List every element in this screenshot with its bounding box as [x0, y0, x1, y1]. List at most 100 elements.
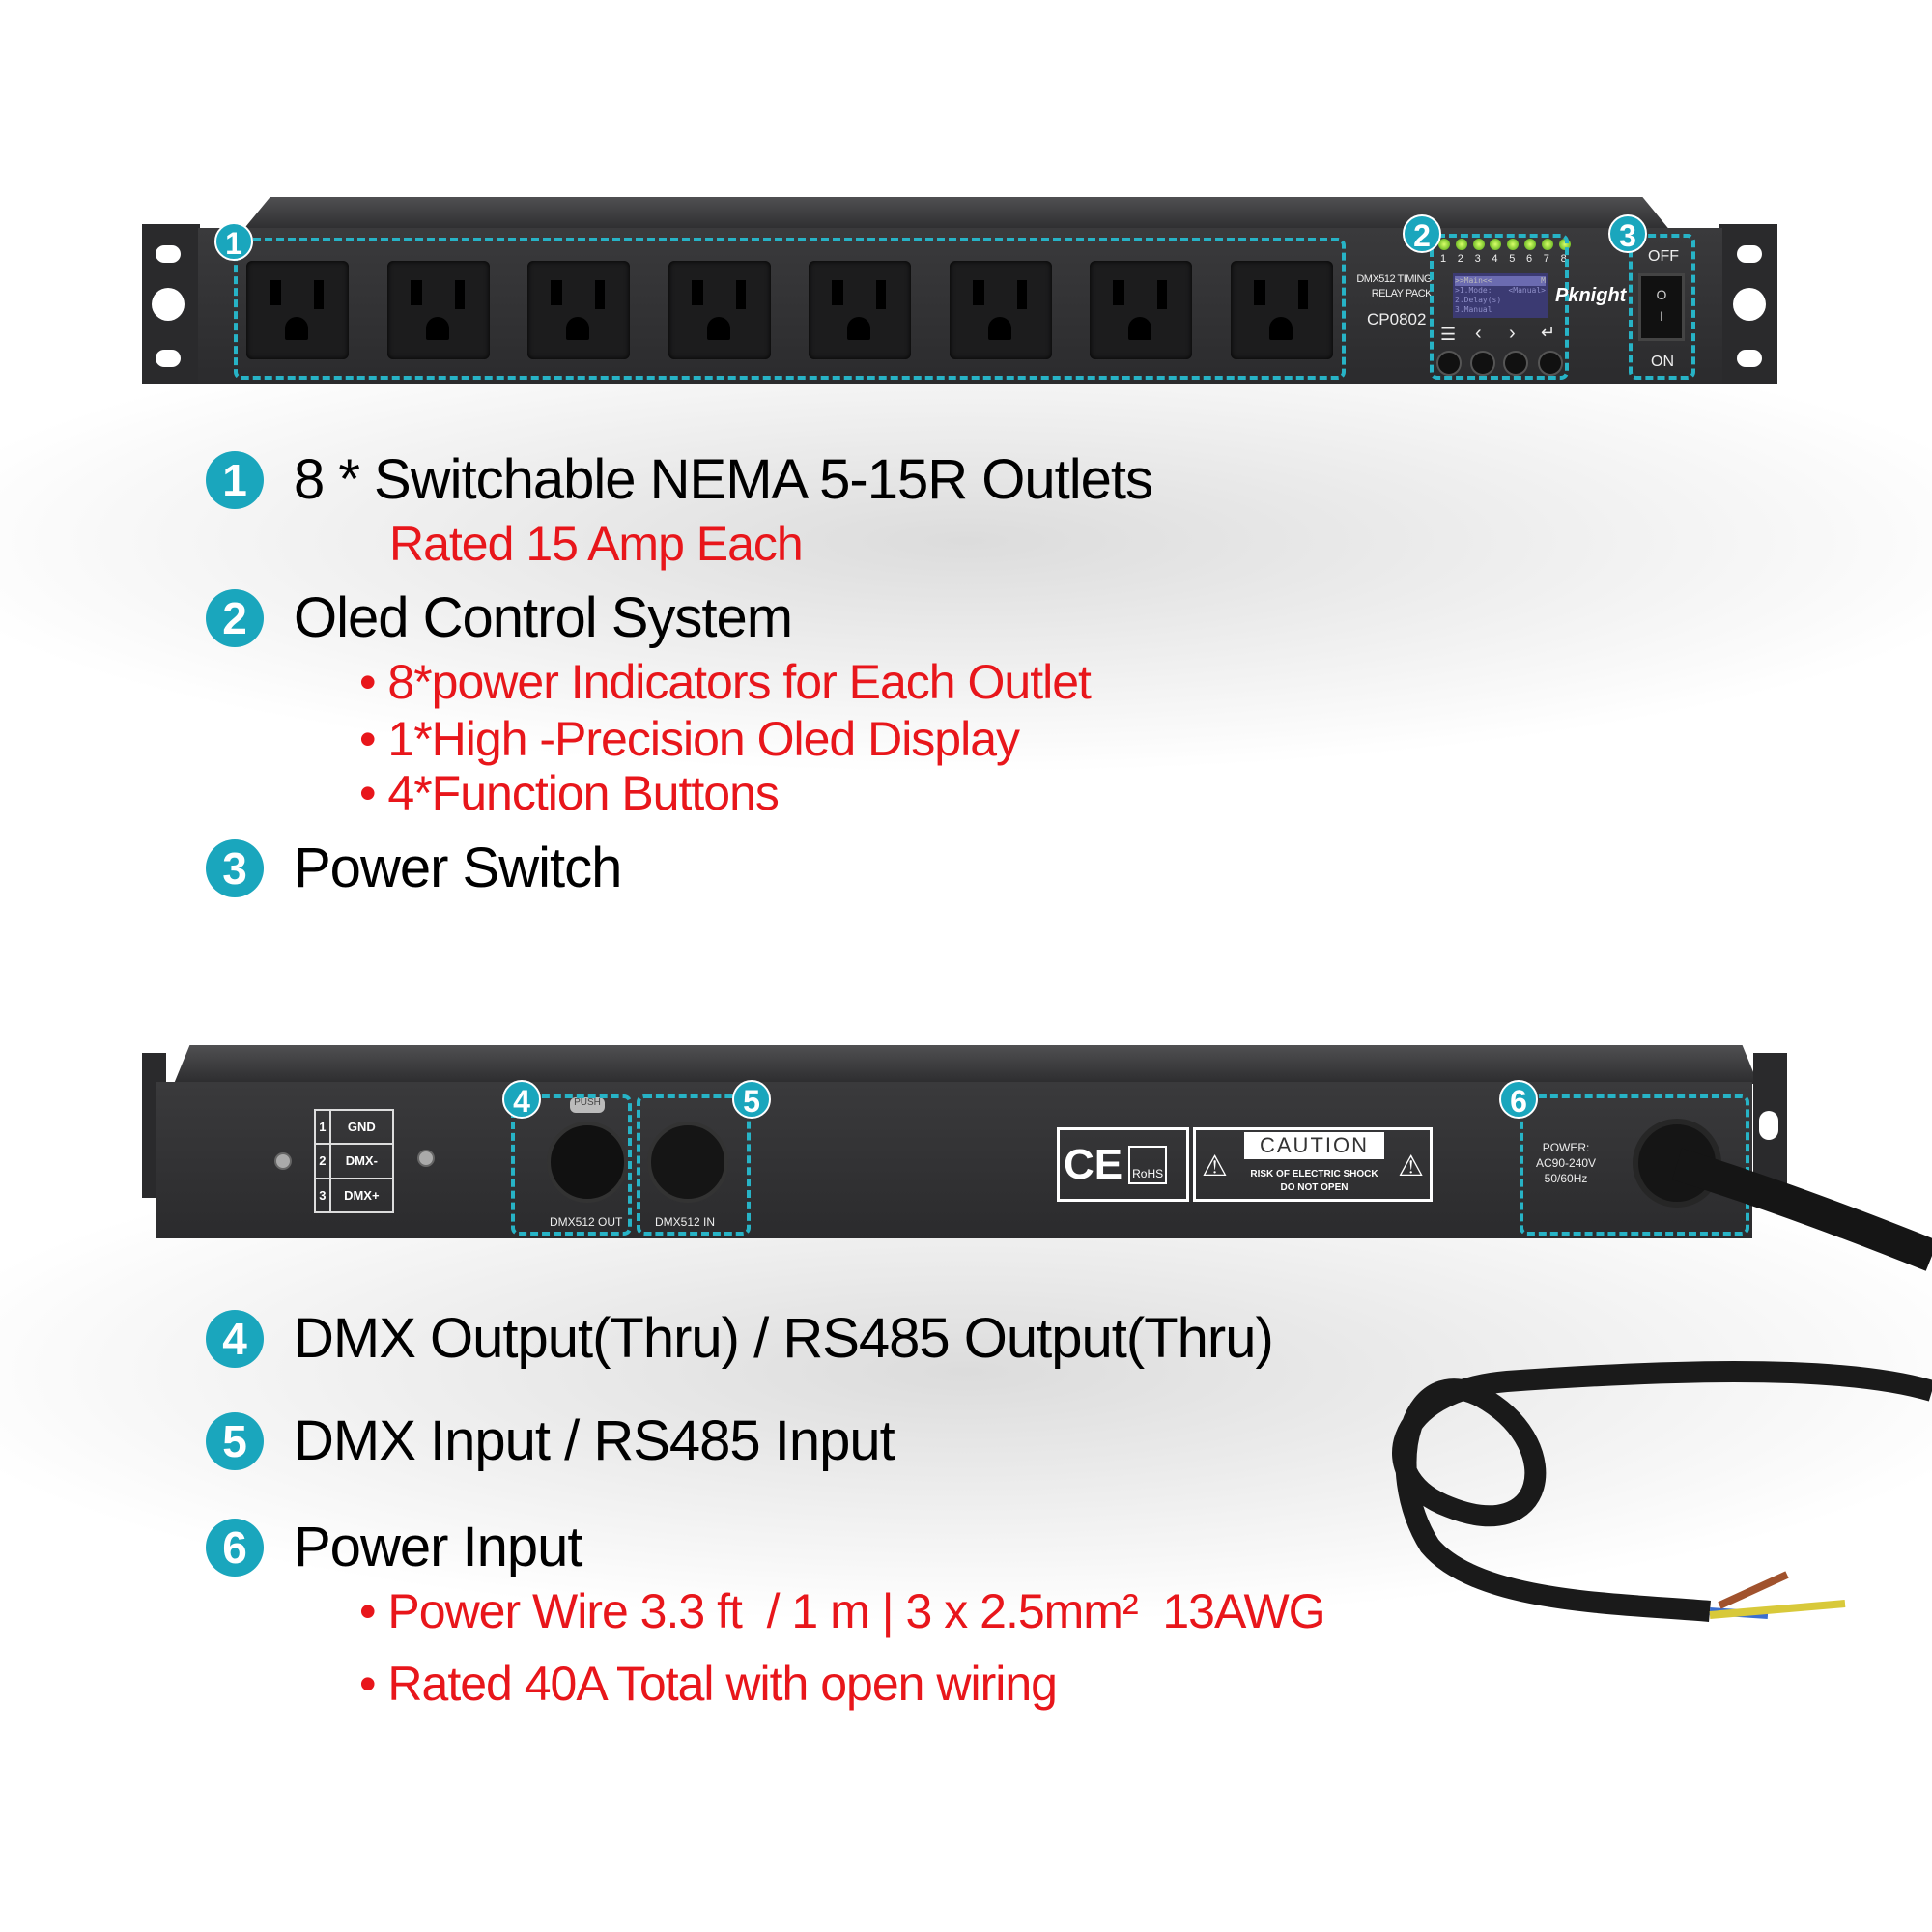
push-latch: PUSH [570, 1097, 605, 1113]
oled-line: 2.Delay(s) [1455, 296, 1502, 304]
caution-sub: RISK OF ELECTRIC SHOCK [1250, 1169, 1378, 1179]
badge-1: 1 [214, 222, 253, 261]
nema-outlet[interactable] [527, 261, 630, 359]
number-1-icon: 1 [206, 451, 264, 509]
feature-3-title: Power Switch [294, 837, 622, 899]
switch-off-label: OFF [1648, 248, 1679, 265]
outlet-indicator-led [1490, 239, 1502, 250]
number-3-icon: 3 [206, 839, 264, 897]
feature-2-title: Oled Control System [294, 586, 793, 649]
switch-mark: I [1660, 308, 1663, 324]
menu-button[interactable] [1436, 351, 1462, 376]
feature-2-bullet: • 8*power Indicators for Each Outlet [359, 655, 1092, 709]
number-5-icon: 5 [206, 1412, 264, 1470]
nema-outlet[interactable] [386, 261, 490, 359]
number-4-icon: 4 [206, 1310, 264, 1368]
enter-icon: ↵ [1541, 323, 1556, 342]
badge-5: 5 [732, 1080, 771, 1119]
feature-4-title: DMX Output(Thru) / RS485 Output(Thru) [294, 1307, 1274, 1370]
dmx-out-highlight [511, 1094, 632, 1236]
model-number: CP0802 [1367, 310, 1427, 328]
pin-name: GND [328, 1108, 395, 1146]
warning-icon: ⚠ [1202, 1151, 1228, 1182]
led-number: 4 [1492, 253, 1498, 265]
feature-5-title: DMX Input / RS485 Input [294, 1409, 895, 1472]
oled-line: >1.Mode: [1455, 286, 1492, 295]
dmx-in-connector[interactable] [647, 1122, 728, 1203]
feature-6-title: Power Input [294, 1516, 583, 1578]
bullet-text: Power Wire 3.3 ft / 1 m | 3 x 2.5mm² 13A… [387, 1584, 1325, 1638]
nema-outlet[interactable] [1090, 261, 1192, 359]
shock-icon: ⚠ [1398, 1151, 1424, 1182]
led-number: 2 [1457, 253, 1463, 265]
chevron-right-icon: › [1509, 323, 1516, 344]
ce-mark: CE [1064, 1140, 1123, 1188]
dmx-in-highlight [637, 1094, 751, 1236]
outlet-indicator-led [1472, 239, 1485, 250]
nema-outlet[interactable] [809, 261, 911, 359]
ce-rohs-label: CE RoHS [1057, 1127, 1189, 1202]
feature-2-bullet: • 4*Function Buttons [359, 766, 780, 820]
led-number: 6 [1526, 253, 1533, 265]
enter-button[interactable] [1538, 351, 1563, 376]
model-line: DMX512 TIMING [1356, 273, 1432, 285]
cable-gland [1633, 1119, 1721, 1208]
oled-display: >>Main<< M >1.Mode: <Manual> 2.Delay(s) 3.… [1453, 273, 1548, 318]
nema-outlet[interactable] [1230, 261, 1333, 359]
badge-6: 6 [1499, 1080, 1538, 1119]
outlet-indicator-led [1541, 239, 1553, 250]
badge-3: 3 [1608, 214, 1647, 253]
power-label: POWER: [1542, 1141, 1590, 1154]
oled-line: M [1541, 276, 1546, 285]
caution-label: ⚠ CAUTION RISK OF ELECTRIC SHOCK DO NOT … [1193, 1127, 1433, 1202]
feature-6-bullet: • Power Wire 3.3 ft / 1 m | 3 x 2.5mm² 1… [359, 1584, 1326, 1638]
nema-outlet[interactable] [949, 261, 1052, 359]
oled-line: >>Main<< [1455, 276, 1492, 285]
left-button[interactable] [1470, 351, 1495, 376]
screw-icon [417, 1150, 435, 1167]
led-number: 1 [1440, 253, 1447, 265]
oled-line: 3.Manual [1455, 305, 1492, 314]
outlet-indicator-led [1455, 239, 1467, 250]
caution-sub: DO NOT OPEN [1280, 1182, 1349, 1193]
pin-name: DMX+ [328, 1177, 395, 1214]
led-number: 8 [1560, 253, 1567, 265]
dmx-in-label: DMX512 IN [655, 1215, 716, 1229]
power-spec: POWER: AC90-240V 50/60Hz [1536, 1140, 1596, 1186]
badge-2: 2 [1403, 214, 1441, 253]
power-voltage: AC90-240V [1536, 1156, 1597, 1170]
number-6-icon: 6 [206, 1519, 264, 1577]
right-button[interactable] [1503, 351, 1528, 376]
dmx-out-label: DMX512 OUT [550, 1215, 623, 1229]
dmx-out-connector[interactable] [547, 1122, 628, 1203]
brand-logo: Pknight [1555, 285, 1627, 306]
badge-4: 4 [502, 1080, 541, 1119]
led-number: 3 [1474, 253, 1481, 265]
bullet-text: 1*High -Precision Oled Display [387, 712, 1020, 766]
power-frequency: 50/60Hz [1544, 1172, 1588, 1185]
oled-line: <Manual> [1508, 286, 1546, 295]
feature-2-bullet: • 1*High -Precision Oled Display [359, 712, 1020, 766]
outlet-indicator-led [1507, 239, 1520, 250]
feature-6-bullet: • Rated 40A Total with open wiring [359, 1657, 1058, 1711]
chevron-left-icon: ‹ [1475, 323, 1482, 344]
outlet-indicator-led [1524, 239, 1536, 250]
led-number: 7 [1543, 253, 1549, 265]
bullet-text: Rated 40A Total with open wiring [387, 1657, 1058, 1711]
outlets-highlight [234, 238, 1346, 380]
control-highlight [1430, 234, 1569, 380]
bullet-text: 8*power Indicators for Each Outlet [387, 655, 1091, 709]
screw-icon [274, 1152, 292, 1170]
outlet-indicator-led [1438, 239, 1450, 250]
feature-1-title: 8 * Switchable NEMA 5-15R Outlets [294, 448, 1153, 511]
rohs-mark: RoHS [1128, 1145, 1168, 1184]
menu-icon: ☰ [1440, 325, 1457, 344]
switch-on-label: ON [1651, 354, 1674, 370]
nema-outlet[interactable] [668, 261, 771, 359]
caution-title: CAUTION [1244, 1132, 1384, 1159]
nema-outlet[interactable] [246, 261, 349, 359]
switch-highlight [1629, 234, 1695, 380]
